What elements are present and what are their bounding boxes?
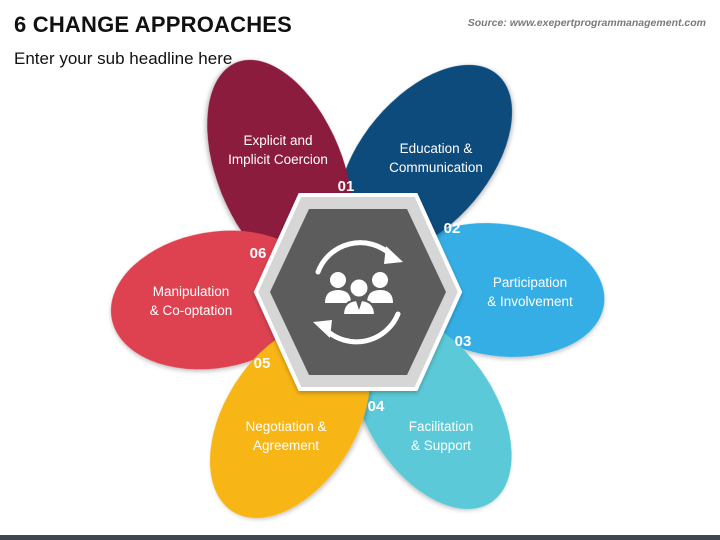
team-cycle-icon <box>313 240 403 345</box>
petal-05-number: 05 <box>254 355 271 372</box>
petal-04-label-line1: Facilitation <box>409 419 474 434</box>
petal-03-label-line2: & Involvement <box>487 294 573 309</box>
petal-06-label-line1: Manipulation <box>153 284 230 299</box>
petal-05-label-line2: Agreement <box>253 438 319 453</box>
petal-06-label-line2: & Co-optation <box>150 303 233 318</box>
bottom-bar <box>0 535 720 540</box>
page-title: 6 CHANGE APPROACHES <box>14 12 293 37</box>
petal-01-label-line2: Implicit Coercion <box>228 152 328 167</box>
petal-02-label-line1: Education & <box>400 141 473 156</box>
petal-06-number: 06 <box>250 245 267 262</box>
petal-03-label-line1: Participation <box>493 275 567 290</box>
source-note: Source: www.exepertprogrammanagement.com <box>467 17 706 29</box>
petal-02-label-line2: Communication <box>389 160 483 175</box>
petal-05-label-line1: Negotiation & <box>245 419 326 434</box>
petal-01-number: 01 <box>338 178 355 195</box>
petal-03-number: 03 <box>455 333 472 350</box>
petal-04-label-line2: & Support <box>411 438 471 453</box>
petal-02-number: 02 <box>444 220 461 237</box>
petal-01-label-line1: Explicit and <box>243 133 312 148</box>
page-subtitle: Enter your sub headline here <box>14 49 233 68</box>
petal-04-number: 04 <box>368 398 385 415</box>
